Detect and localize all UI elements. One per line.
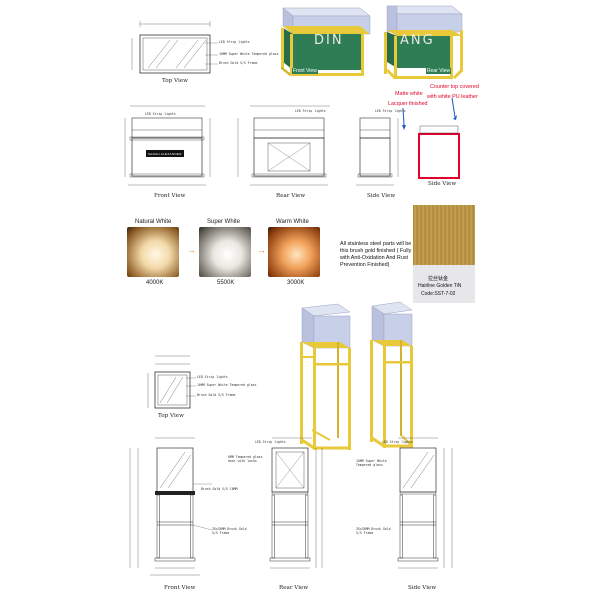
ped-top-view-label: Top View xyxy=(158,413,184,419)
swatch-arrow-2: → xyxy=(257,245,266,255)
ped-rear-glass-door: 6MM Tempered glass door with locks xyxy=(228,455,263,463)
annotation-counter-top: Counter top covered xyxy=(430,84,479,90)
ped-front-brush-frame: 35x35MM Brush Gold S/S Frame xyxy=(212,527,247,535)
swatch-title-warm: Warm White xyxy=(276,219,309,225)
front-view-label-1: Front View xyxy=(154,193,186,199)
ped-top-frame: Brush Gold S/S Frame xyxy=(197,393,236,397)
ped-front-brush-gold: Brush Gold S/S 10MM xyxy=(201,487,238,491)
material-name: Hairline Golden TiN xyxy=(418,283,462,289)
front-logo-plate xyxy=(146,150,184,157)
render-rear-label: Rear View xyxy=(426,68,451,74)
ped-rear-view-label: Rear View xyxy=(279,585,309,591)
render-front-label: Front View xyxy=(292,68,318,74)
annotation-pu-leather: with white PU leather xyxy=(427,94,478,100)
top-view-label: Top View xyxy=(162,78,188,84)
material-swatch xyxy=(413,205,475,265)
swatch-title-super: Super White xyxy=(207,219,241,225)
rear-led-callout: LED Strip lights xyxy=(295,109,326,113)
ped-side-brush-frame: 35x35MM Brush Gold S/S Frame xyxy=(356,527,391,535)
swatch-k-natural: 4000K xyxy=(146,280,164,286)
render-brand-left: DIN xyxy=(314,33,344,48)
swatch-natural xyxy=(127,227,179,277)
material-note: All stainless steel parts will be this b… xyxy=(340,241,412,268)
render-brand-right: ANG xyxy=(400,33,435,48)
swatch-title-natural: Natural White xyxy=(135,219,172,225)
side-led-callout: LED Strip lights xyxy=(375,109,406,113)
annotation-lacquer: Lacquer finished xyxy=(388,101,428,107)
ped-side-view-label: Side View xyxy=(408,585,437,591)
front-led-callout: LED Strip lights xyxy=(145,112,176,116)
material-card xyxy=(413,265,475,303)
swatch-k-warm: 3000K xyxy=(287,280,305,286)
ped-top-glass: 10MM Super White Tempered glass xyxy=(197,383,257,387)
annotation-matte-white: Matte white xyxy=(395,91,423,97)
front-logo-text: SARAH ALEXANDER xyxy=(148,152,182,156)
material-code: Code:SST-7-02 xyxy=(421,291,456,297)
ped-side-led: LED Strip lights xyxy=(382,440,413,444)
ped-side-glass: 10MM Super White Tempered glass xyxy=(356,459,387,467)
side-view-label-1: Side View xyxy=(367,193,396,199)
ped-front-view-label: Front View xyxy=(164,585,196,591)
side-view-label-red: Side View xyxy=(428,181,457,187)
swatch-super xyxy=(199,227,251,277)
material-chinese: 拉丝钛金 xyxy=(428,276,449,282)
swatch-arrow-1: → xyxy=(187,245,196,255)
top-glass-callout: 10MM Super White Tempered glass xyxy=(219,52,279,56)
swatch-warm xyxy=(268,227,320,277)
ped-top-led: LED Strip lights xyxy=(197,375,228,379)
swatch-k-super: 5500K xyxy=(217,280,235,286)
rear-view-label-1: Rear View xyxy=(276,193,306,199)
top-frame-callout: Brush Gold S/S Frame xyxy=(219,61,258,65)
ped-rear-led: LED Strip lights xyxy=(255,440,286,444)
top-led-callout: LED Strip lights xyxy=(219,40,250,44)
